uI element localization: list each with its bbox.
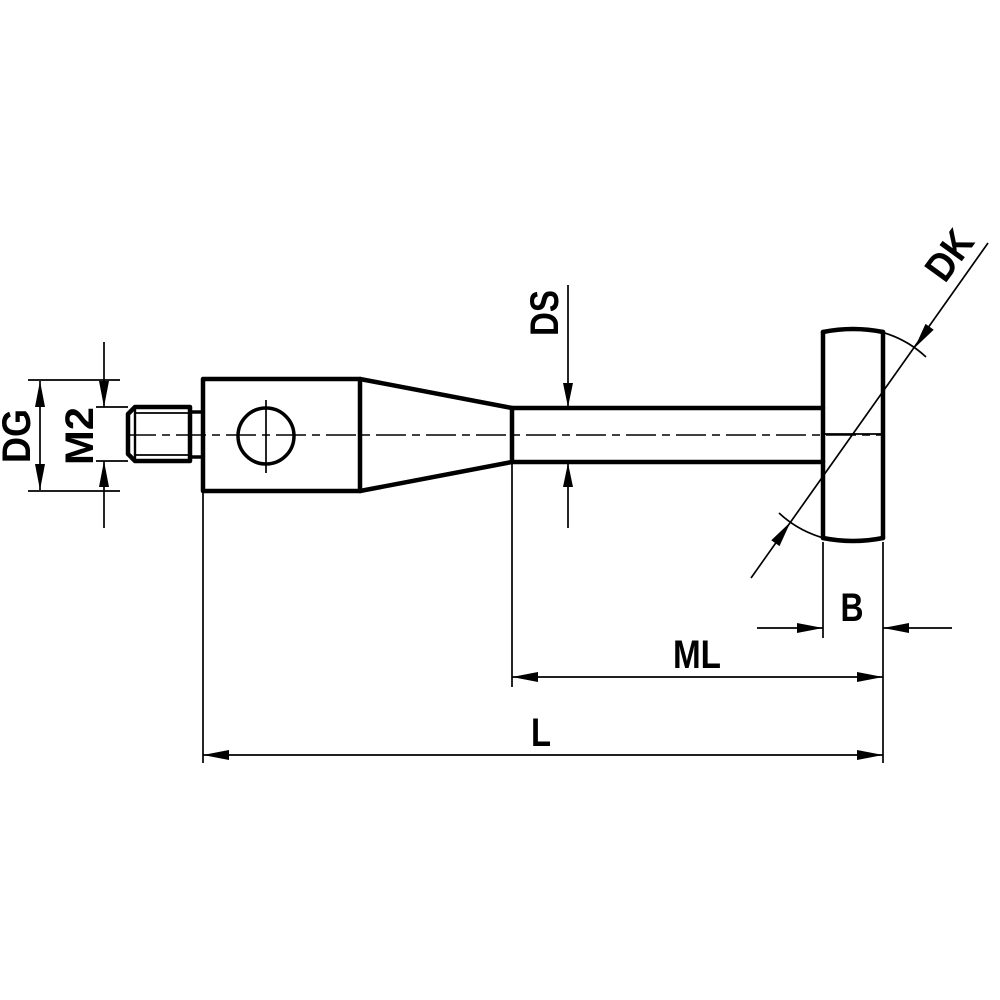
dk-arrow-lower [771,522,791,547]
dimension-ml: ML [511,462,883,687]
dk-arrow-upper [914,323,934,348]
ds-arrow-up [563,463,573,487]
m2-arrow-down [99,381,109,407]
dimension-m2: M2 [58,342,128,528]
ml-label: ML [673,633,721,677]
l-arrow-left [203,750,229,760]
m2-label: M2 [58,407,102,465]
ds-label: DS [523,290,567,336]
dg-label: DG [0,409,39,463]
dk-arc-lower [778,512,866,543]
dimension-l: L [202,491,883,763]
m2-arrow-up [99,461,109,487]
dimension-dk: DK [750,222,989,579]
ds-arrow-down [563,383,573,407]
l-label: L [531,711,551,755]
thread-root-lines [135,412,190,456]
b-arrow-left [883,623,909,633]
dg-arrow-down [35,464,45,490]
ml-arrow-left [512,672,538,682]
dk-arc-upper [839,327,927,358]
holder-body [200,376,363,494]
dimension-ds: DS [523,285,573,528]
b-arrow-right [797,623,823,633]
dg-arrow-up [35,381,45,407]
dimension-dg: DG [0,379,120,492]
threaded-stud [125,404,205,464]
dimension-b: B [757,542,952,763]
l-arrow-right [857,750,883,760]
ml-arrow-right [857,672,883,682]
dk-label: DK [917,222,983,290]
b-label: B [841,586,864,630]
